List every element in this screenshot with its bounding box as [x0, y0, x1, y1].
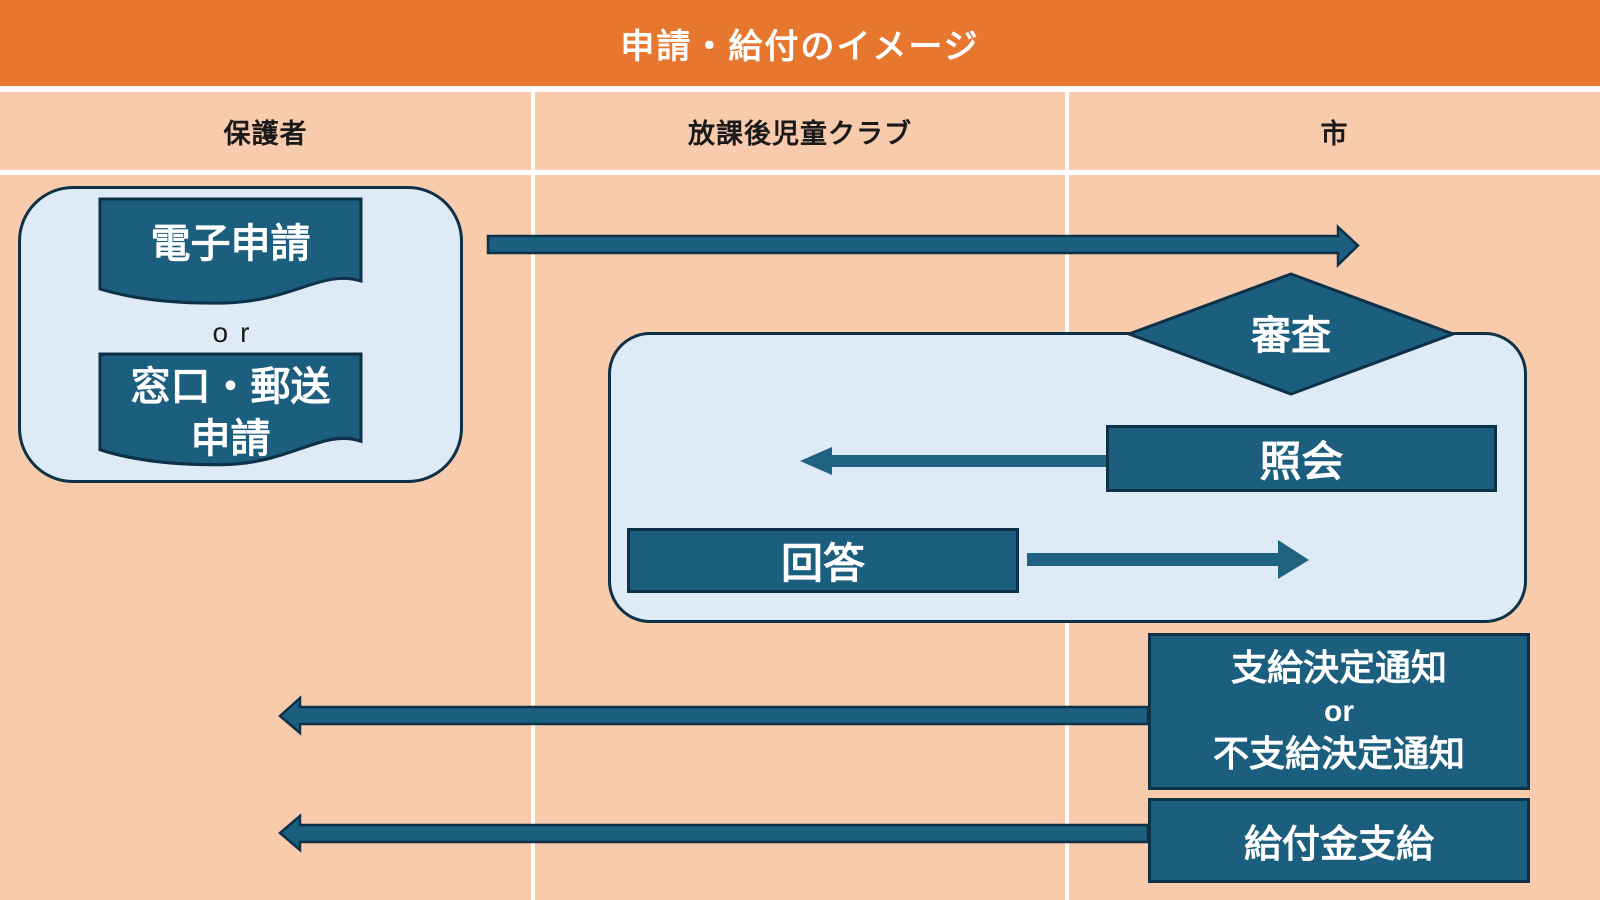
- answer-label: 回答: [780, 540, 865, 587]
- answer-box: 回答: [627, 528, 1019, 593]
- column-header-guardian: 保護者: [0, 92, 531, 170]
- title-bar: 申請・給付のイメージ: [0, 0, 1600, 86]
- application-to-city-arrow-icon: [486, 224, 1360, 268]
- or-label: or: [212, 317, 262, 348]
- inquiry-to-club-arrow-icon: [800, 447, 1106, 475]
- decision-notice-line2: 不支給決定通知: [1212, 733, 1465, 775]
- horizontal-separator: [0, 86, 1600, 92]
- column-header-label: 保護者: [223, 118, 308, 149]
- decision-notice-box: 支給決定通知 or 不支給決定通知: [1148, 633, 1530, 790]
- payment-to-guardian-arrow-icon: [278, 813, 1150, 853]
- payment-label: 給付金支給: [1243, 824, 1434, 866]
- horizontal-separator: [0, 170, 1600, 175]
- payment-box: 給付金支給: [1148, 798, 1530, 883]
- decision-notice-line1: 支給決定通知: [1230, 647, 1447, 689]
- column-header-label: 市: [1320, 118, 1349, 149]
- column-header-label: 放課後児童クラブ: [688, 118, 912, 149]
- column-divider: [531, 92, 535, 900]
- review-diamond-shape: [1124, 272, 1458, 396]
- decision-to-guardian-arrow-icon: [278, 695, 1150, 736]
- answer-to-city-arrow-icon: [1027, 540, 1309, 579]
- inquiry-label: 照会: [1259, 438, 1344, 485]
- electronic-application-document-shape: [98, 197, 363, 305]
- column-header-club: 放課後児童クラブ: [535, 92, 1065, 170]
- page-title: 申請・給付のイメージ: [620, 27, 980, 66]
- counter-mail-application-document-shape: [98, 352, 363, 467]
- inquiry-box: 照会: [1106, 425, 1497, 492]
- decision-notice-or: or: [1324, 694, 1354, 728]
- column-header-city: 市: [1069, 92, 1600, 170]
